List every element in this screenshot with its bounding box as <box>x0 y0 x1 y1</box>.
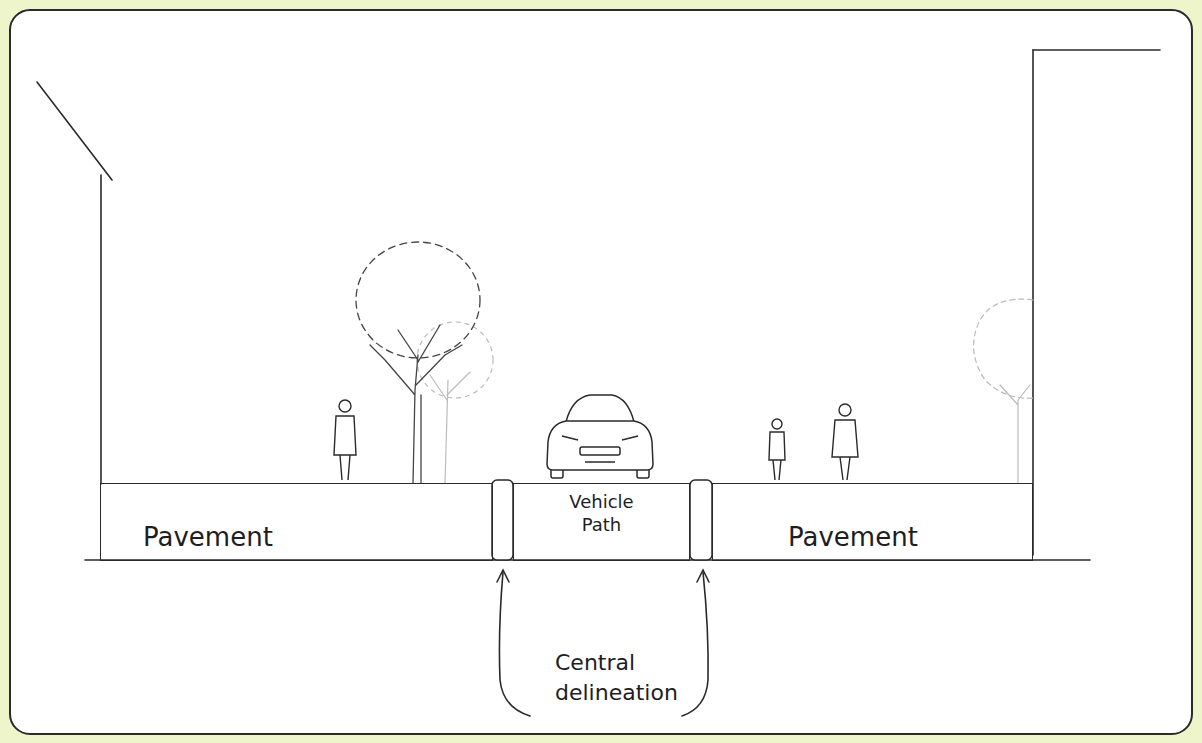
delineation-posts <box>492 480 712 560</box>
pavement-band: Pavement <box>100 483 493 561</box>
buildings <box>37 50 1160 560</box>
callout-label: Central delineation <box>555 648 680 708</box>
band-label: Pavement <box>143 484 443 555</box>
callout-bracket <box>497 570 709 716</box>
pavement-band: Pavement <box>712 483 1033 561</box>
band-label: Pavement <box>788 484 1018 555</box>
car <box>547 395 653 478</box>
trees <box>356 242 1033 483</box>
band-label: Vehicle Path <box>567 484 637 537</box>
vehicle-path-band: Vehicle Path <box>513 483 690 561</box>
frame <box>10 10 1192 734</box>
